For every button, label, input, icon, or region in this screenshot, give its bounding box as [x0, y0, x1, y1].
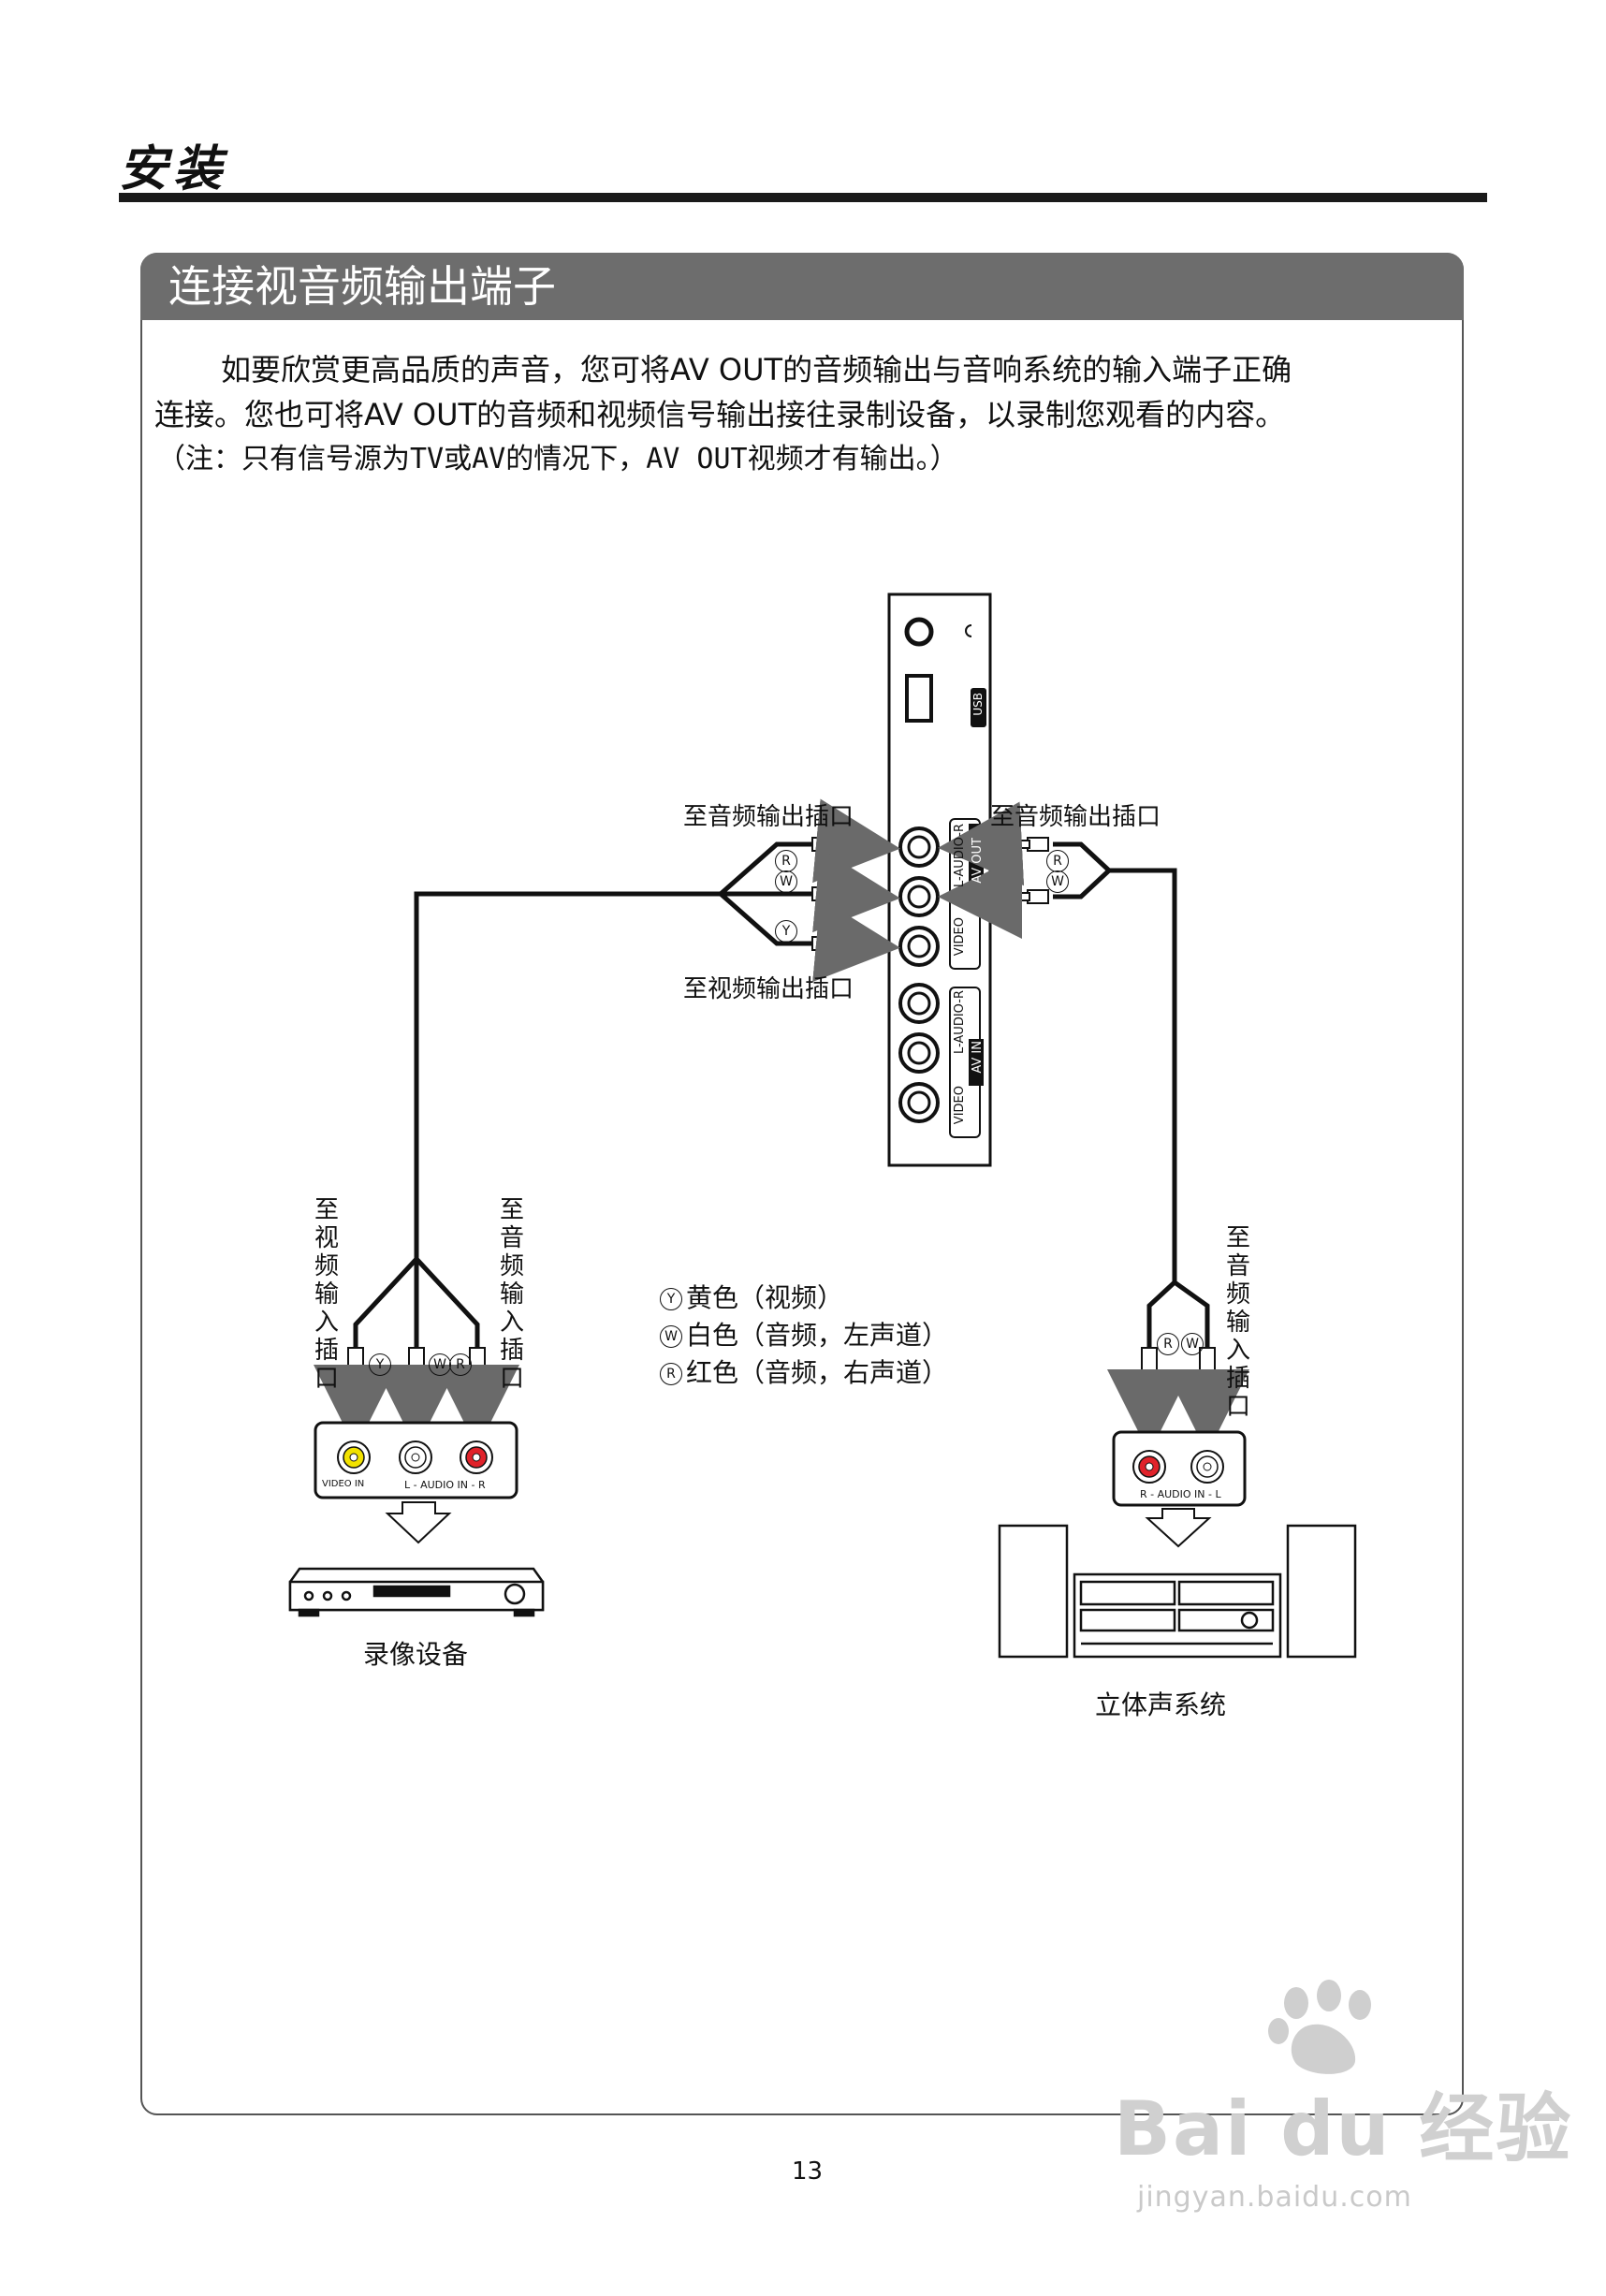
stereo-jack-panel: [1112, 1430, 1247, 1507]
av-in-audio-label: L-AUDIO-R: [953, 990, 967, 1054]
recorder-badge-yellow: Y: [369, 1353, 391, 1376]
recorder-badge-red: R: [449, 1353, 472, 1376]
label-to-video-out: 至视频输出插口: [683, 975, 854, 1003]
plug-badge-red: R: [775, 850, 797, 872]
label-to-audio-out-left: 至音频输出插口: [683, 803, 854, 831]
intro-line-1: 如要欣赏更高品质的声音，您可将AV OUT的音频输出与音响系统的输入端子正确: [221, 352, 1292, 388]
legend-text-white: 白色（音频，左声道）: [686, 1320, 949, 1351]
label-to-audio-in-right: 至音频输入插口: [1225, 1224, 1250, 1421]
stereo-badge-red: R: [1157, 1333, 1179, 1355]
legend-badge-yellow: Y: [660, 1288, 682, 1310]
stereo-label: 立体声系统: [1095, 1689, 1227, 1720]
recorder-video-in-label: VIDEO IN: [322, 1479, 365, 1489]
legend-text-yellow: 黄色（视频）: [686, 1282, 844, 1313]
stereo-badge-white: W: [1181, 1333, 1204, 1355]
legend-badge-red: R: [660, 1363, 682, 1385]
section-title: 安装: [119, 140, 228, 197]
plug-badge-white-right: W: [1046, 870, 1069, 893]
headphone-icon: [965, 624, 972, 637]
av-in-video-label: VIDEO: [953, 1086, 967, 1125]
watermark-url: jingyan.baidu.com: [1137, 2181, 1412, 2214]
plug-badge-white: W: [775, 870, 797, 893]
watermark-brand: Bai du 经验: [1114, 2085, 1573, 2172]
panel-header: [140, 253, 1464, 320]
usb-label-box: [971, 688, 986, 727]
tv-arrows: [812, 798, 1025, 983]
av-out-label: AV OUT: [971, 838, 985, 884]
right-cable: [1053, 841, 1210, 1348]
title-rule: [119, 193, 1487, 202]
plug-badge-red-right: R: [1046, 850, 1069, 872]
recorder-audio-in-label: L - AUDIO IN - R: [404, 1479, 486, 1491]
baidu-paw-logo: [1268, 1980, 1371, 2074]
panel-heading: 连接视音频输出端子: [168, 261, 556, 312]
legend-text-red: 红色（音频，右声道）: [686, 1357, 949, 1388]
av-out-jacks: [898, 826, 940, 967]
note: （注：只有信号源为TV或AV的情况下，AV OUT视频才有输出。）: [157, 443, 958, 475]
plug-badge-yellow: Y: [775, 920, 797, 943]
left-cable: [353, 841, 814, 1348]
legend-badge-white: W: [660, 1325, 682, 1348]
av-out-video-label: VIDEO: [953, 917, 967, 957]
recorder-label: 录像设备: [363, 1639, 469, 1670]
av-in-jacks: [898, 983, 940, 1123]
headphone-jack-icon: [904, 617, 934, 647]
right-tv-plugs: [1017, 837, 1049, 904]
left-tv-plugs: [811, 837, 845, 951]
recorder-badge-white: W: [429, 1353, 451, 1376]
label-to-audio-out-right: 至音频输出插口: [990, 803, 1161, 831]
usb-port: [905, 674, 933, 723]
vcr-device-icon: [288, 1567, 545, 1617]
page-number: 13: [792, 2157, 824, 2186]
recorder-jack-panel: [314, 1421, 518, 1499]
stereo-arrows: [1107, 1369, 1249, 1454]
av-in-label: AV IN: [971, 1041, 985, 1074]
stereo-system-icon: [998, 1524, 1357, 1659]
stereo-plugs: [1141, 1347, 1216, 1382]
intro-line-2: 连接。您也可将AV OUT的音频和视频信号输出接往录制设备，以录制您观看的内容。: [154, 397, 1286, 432]
av-out-audio-label: L-AUDIO-R: [953, 824, 967, 887]
label-to-audio-in-left: 至音频输入插口: [499, 1196, 524, 1393]
label-to-video-in: 至视频输入插口: [314, 1196, 339, 1393]
stereo-audio-in-label: R - AUDIO IN - L: [1140, 1488, 1221, 1500]
usb-label: USB: [971, 693, 985, 716]
